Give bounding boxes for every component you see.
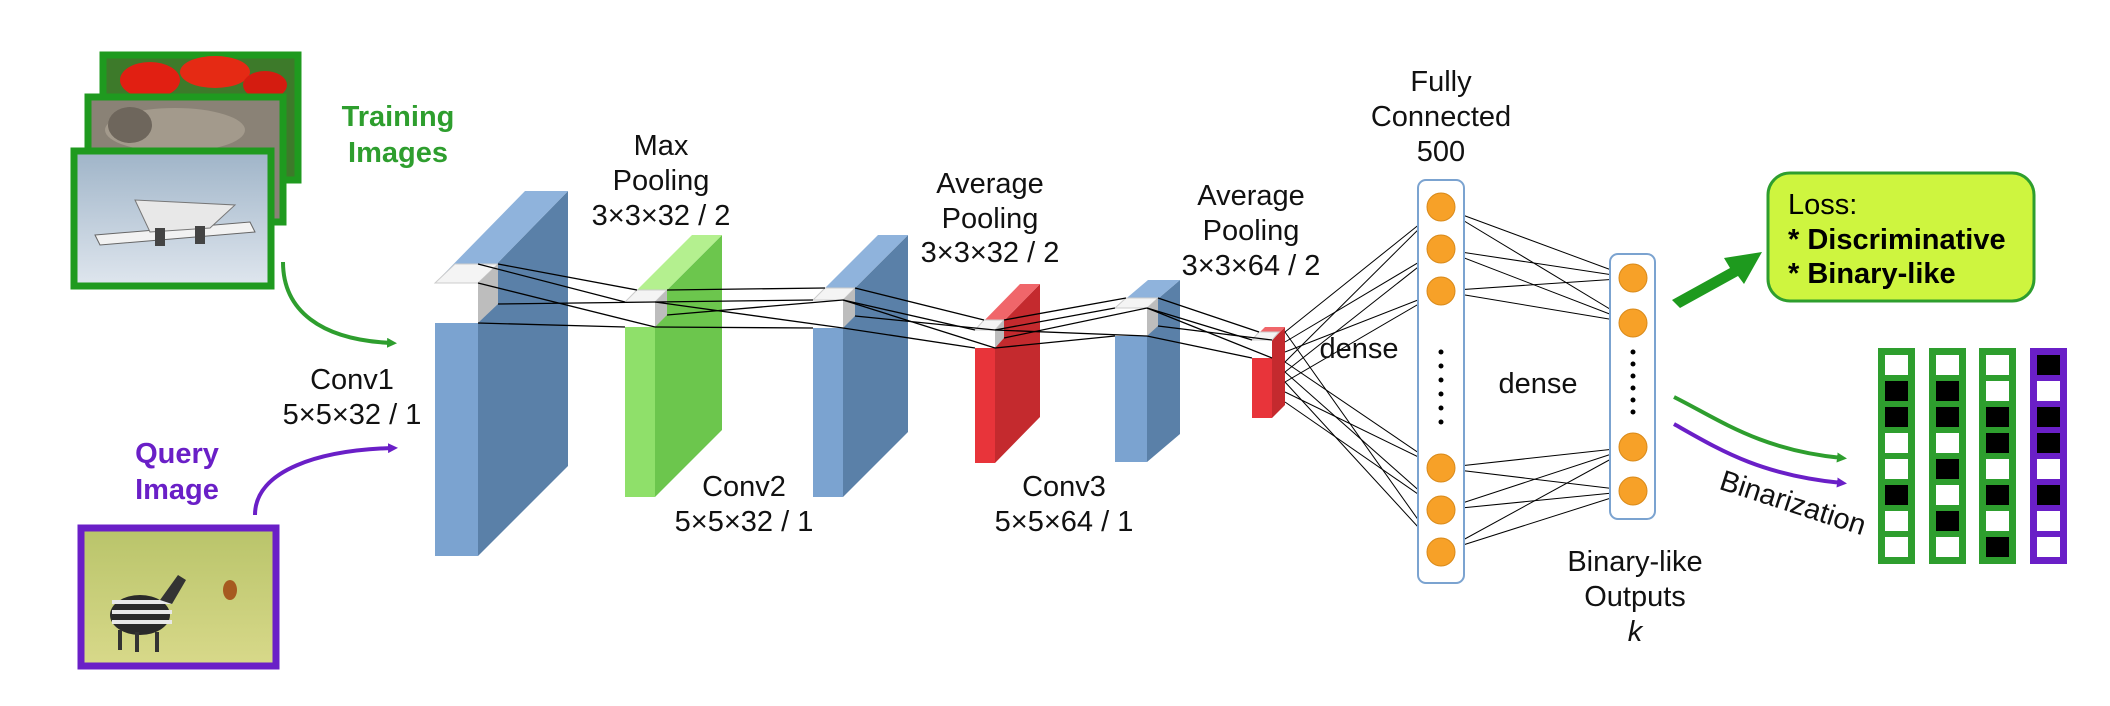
avgpool3-block bbox=[1250, 327, 1285, 418]
training-arrow bbox=[281, 261, 397, 348]
training-binary-code bbox=[1878, 348, 1915, 564]
loss-box: Loss: * Discriminative * Binary-like bbox=[1766, 171, 2036, 303]
dense2-label: dense bbox=[1498, 368, 1577, 400]
code-bit bbox=[1986, 485, 2009, 505]
loss-item-binary-like: * Binary-like bbox=[1788, 258, 1956, 290]
output-neuron bbox=[1618, 432, 1648, 462]
conv2-block bbox=[811, 235, 908, 497]
query-image-label-line2: Image bbox=[135, 474, 219, 506]
maxpool1-block bbox=[623, 235, 722, 497]
pool1-label-line3: 3×3×32 / 2 bbox=[592, 200, 731, 232]
code-bit bbox=[1936, 537, 1959, 557]
pool1-label-line2: Pooling bbox=[613, 165, 710, 197]
training-binary-code bbox=[1929, 348, 1966, 564]
pool2-label-line3: 3×3×32 / 2 bbox=[921, 237, 1060, 269]
fc-neuron bbox=[1426, 537, 1456, 567]
code-bit bbox=[1986, 459, 2009, 479]
loss-title: Loss: bbox=[1788, 189, 1857, 221]
fc-ellipsis bbox=[1438, 349, 1444, 425]
query-arrow bbox=[253, 443, 398, 516]
fc-neuron bbox=[1426, 234, 1456, 264]
code-bit bbox=[1936, 381, 1959, 401]
code-bit bbox=[1885, 433, 1908, 453]
code-bit bbox=[1885, 511, 1908, 531]
pool3-label-line3: 3×3×64 / 2 bbox=[1182, 250, 1321, 282]
loss-item-discriminative: * Discriminative bbox=[1788, 224, 2006, 256]
output-neuron bbox=[1618, 476, 1648, 506]
conv2-label-line2: 5×5×32 / 1 bbox=[675, 506, 814, 538]
binarization-arrow-green bbox=[1673, 395, 1847, 463]
conv2-label-line1: Conv2 bbox=[702, 471, 786, 503]
code-bit bbox=[1986, 433, 2009, 453]
conv1-label-line2: 5×5×32 / 1 bbox=[283, 399, 422, 431]
training-binary-code bbox=[1979, 348, 2016, 564]
code-bit bbox=[1936, 355, 1959, 375]
code-bit bbox=[1885, 381, 1908, 401]
pool2-label-line1: Average bbox=[936, 168, 1044, 200]
conv3-label-line2: 5×5×64 / 1 bbox=[995, 506, 1134, 538]
pool3-label-line1: Average bbox=[1197, 180, 1305, 212]
code-bit bbox=[2037, 433, 2060, 453]
query-image-label-line1: Query bbox=[135, 438, 219, 470]
output-ellipsis bbox=[1630, 349, 1636, 415]
code-bit bbox=[1936, 511, 1959, 531]
code-bit bbox=[1986, 381, 2009, 401]
binarization-arrow-purple bbox=[1673, 422, 1847, 488]
fc-label-line1: Fully bbox=[1410, 66, 1472, 98]
code-bit bbox=[2037, 407, 2060, 427]
loss-arrow bbox=[1672, 252, 1762, 308]
code-bit bbox=[1986, 407, 2009, 427]
conv1-label-line1: Conv1 bbox=[310, 364, 394, 396]
conv3-block bbox=[1113, 280, 1180, 462]
conv3-label-line1: Conv3 bbox=[1022, 471, 1106, 503]
binary-codes bbox=[1878, 348, 2067, 564]
code-bit bbox=[2037, 485, 2060, 505]
fc-label-line2: Connected bbox=[1371, 101, 1511, 133]
code-bit bbox=[1986, 511, 2009, 531]
training-images-label-line2: Images bbox=[348, 137, 448, 169]
dense1-label: dense bbox=[1319, 333, 1398, 365]
conv1-block bbox=[433, 191, 568, 556]
query-binary-code bbox=[2030, 348, 2067, 564]
code-bit bbox=[2037, 459, 2060, 479]
training-image-airplane bbox=[70, 147, 275, 290]
code-bit bbox=[1885, 355, 1908, 375]
code-bit bbox=[1936, 407, 1959, 427]
code-bit bbox=[2037, 537, 2060, 557]
code-bit bbox=[1936, 485, 1959, 505]
code-bit bbox=[1936, 459, 1959, 479]
fc-neuron bbox=[1426, 192, 1456, 222]
neurons bbox=[1426, 192, 1648, 567]
fc-neuron bbox=[1426, 276, 1456, 306]
code-bit bbox=[1936, 433, 1959, 453]
fc-neuron bbox=[1426, 453, 1456, 483]
outputs-label-line2: Outputs bbox=[1584, 581, 1686, 613]
code-bit bbox=[1885, 537, 1908, 557]
training-image-stack bbox=[70, 51, 302, 290]
code-bit bbox=[2037, 355, 2060, 375]
output-neuron bbox=[1618, 263, 1648, 293]
avgpool2-block bbox=[973, 284, 1040, 463]
code-bit bbox=[1885, 485, 1908, 505]
training-images-label-line1: Training bbox=[342, 101, 455, 133]
outputs-label-line1: Binary-like bbox=[1567, 546, 1702, 578]
query-image bbox=[77, 524, 280, 670]
fc-label-line3: 500 bbox=[1417, 136, 1465, 168]
code-bit bbox=[1885, 407, 1908, 427]
code-bit bbox=[2037, 381, 2060, 401]
fc-neuron bbox=[1426, 495, 1456, 525]
dense-connection-lines bbox=[1284, 206, 1634, 553]
pool2-label-line2: Pooling bbox=[942, 203, 1039, 235]
receptive-field-lines bbox=[477, 263, 1273, 359]
outputs-label-k: k bbox=[1628, 616, 1644, 648]
code-bit bbox=[1986, 537, 2009, 557]
code-bit bbox=[1986, 355, 2009, 375]
output-neuron bbox=[1618, 308, 1648, 338]
code-bit bbox=[1885, 459, 1908, 479]
pool3-label-line2: Pooling bbox=[1203, 215, 1300, 247]
code-bit bbox=[2037, 511, 2060, 531]
pool1-label-line1: Max bbox=[634, 130, 689, 162]
